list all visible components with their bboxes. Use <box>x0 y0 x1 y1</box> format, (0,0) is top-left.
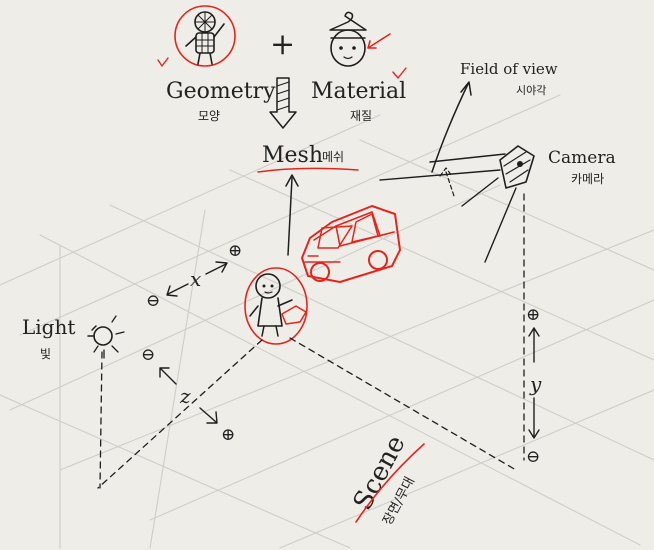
camera-view-lines <box>379 153 506 207</box>
mesh-label: Mesh <box>262 143 323 168</box>
z-axis-name: z <box>179 384 191 408</box>
z-axis-minus: ⊖ <box>141 345 155 365</box>
y-axis-indicator: ⊕ y ⊖ <box>526 305 542 467</box>
combine-arrow-icon <box>269 77 297 129</box>
mesh-arrow <box>285 174 299 256</box>
plus-sign: + <box>270 27 295 62</box>
character-projection-left <box>97 339 263 489</box>
y-axis-plus: ⊕ <box>526 305 540 325</box>
camera-korean-label: 카메라 <box>571 172 604 186</box>
camera-frustum-line <box>484 187 517 263</box>
field-of-view-dashed-arrow <box>439 167 455 197</box>
z-axis-indicator: ⊖ z ⊕ <box>141 345 235 445</box>
light-bulb-icon <box>87 315 125 359</box>
geometry-korean-label: 모양 <box>198 109 220 123</box>
x-axis-name: x <box>190 267 201 291</box>
car-icon <box>301 205 401 283</box>
mesh-character-icon <box>244 267 308 345</box>
material-label: Material <box>311 79 406 104</box>
x-axis-minus: ⊖ <box>146 291 160 311</box>
geometry-label: Geometry <box>166 79 276 104</box>
geometry-highlight-circle <box>174 5 236 67</box>
character-projection-right <box>289 337 517 471</box>
z-axis-plus: ⊕ <box>221 425 235 445</box>
mesh-korean-label: 메쉬 <box>322 150 344 164</box>
field-of-view-label: Field of view <box>460 60 558 78</box>
y-axis-name: y <box>529 372 542 396</box>
mesh-highlight-circle <box>244 267 308 345</box>
camera-icon <box>499 145 535 189</box>
x-axis-indicator: ⊖ x ⊕ <box>146 241 242 311</box>
light-height-line <box>99 351 103 489</box>
perspective-grid <box>0 94 654 549</box>
field-of-view-korean-label: 시야각 <box>516 84 546 97</box>
field-of-view-arrow <box>431 81 472 173</box>
light-label: Light <box>22 315 75 339</box>
geometry-icon <box>157 5 236 67</box>
material-icon <box>329 11 407 79</box>
camera-label: Camera <box>548 148 616 168</box>
light-korean-label: 빛 <box>40 347 51 361</box>
scene-underline <box>355 443 425 523</box>
x-axis-plus: ⊕ <box>228 241 242 261</box>
mesh-underline <box>257 167 359 173</box>
material-korean-label: 재질 <box>350 109 372 123</box>
y-axis-minus: ⊖ <box>526 447 540 467</box>
